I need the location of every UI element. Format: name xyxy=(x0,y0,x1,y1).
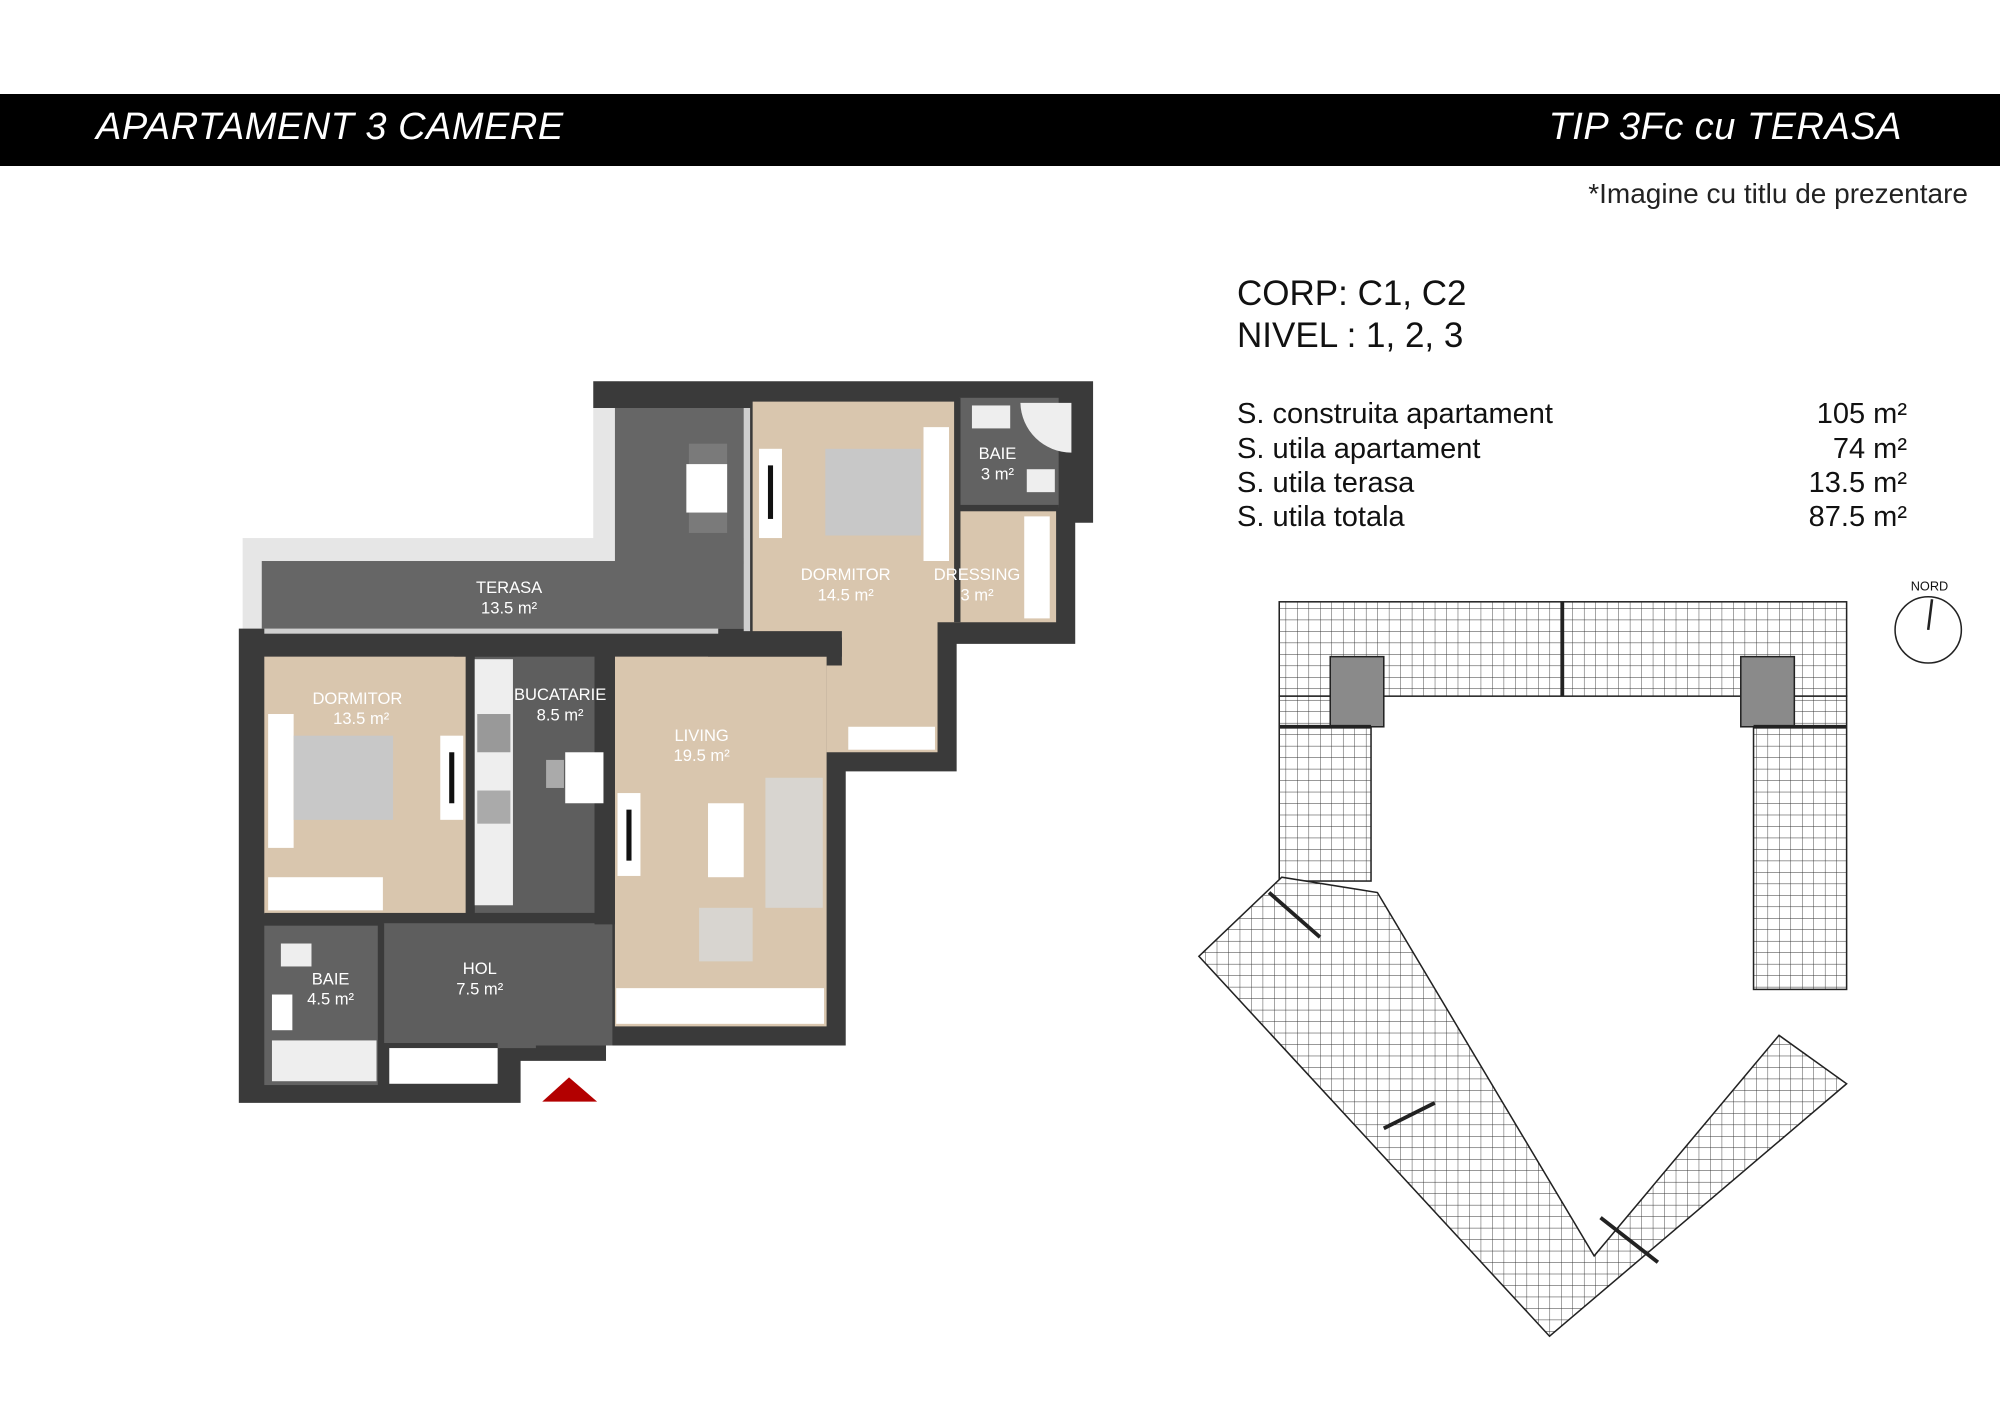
room-name-dressing: DRESSING xyxy=(934,565,1021,584)
room-name-dormitor-lower: DORMITOR xyxy=(312,689,402,708)
furniture xyxy=(268,402,1072,1084)
spec-value: 13.5 m² xyxy=(1808,467,1907,499)
room-area-bucatarie: 8.5 m² xyxy=(537,705,584,724)
north-compass-icon: NORD xyxy=(1894,578,1963,664)
terrace xyxy=(242,381,747,630)
entrance-marker-icon xyxy=(542,1077,598,1102)
spec-label: S. utila terasa xyxy=(1237,467,1415,499)
spec-value: 87.5 m² xyxy=(1808,501,1907,533)
room-name-living: LIVING xyxy=(674,726,728,745)
presentation-note: *Imagine cu titlu de prezentare xyxy=(1588,178,1968,209)
floor-plan: TERASA 13.5 m² DORMITOR 14.5 m² BAIE 3 m… xyxy=(238,381,1094,1103)
room-name-baie-upper: BAIE xyxy=(979,444,1017,463)
room-area-dormitor-lower: 13.5 m² xyxy=(333,709,390,728)
room-name-bucatarie: BUCATARIE xyxy=(514,685,606,704)
room-name-baie-lower: BAIE xyxy=(312,969,350,988)
room-area-living: 19.5 m² xyxy=(674,746,731,765)
corp-info: CORP: C1, C2 xyxy=(1237,274,1467,313)
room-area-terasa: 13.5 m² xyxy=(481,598,538,617)
room-area-baie-upper: 3 m² xyxy=(981,464,1015,483)
hol-floor xyxy=(382,923,613,1049)
apartment-type-title: APARTAMENT 3 CAMERE xyxy=(96,106,564,148)
room-area-dressing: 3 m² xyxy=(960,586,994,605)
room-area-baie-lower: 4.5 m² xyxy=(307,990,354,1009)
spec-value: 74 m² xyxy=(1832,433,1907,465)
header-bar: APARTAMENT 3 CAMERE TIP 3Fc cu TERASA xyxy=(0,94,2000,166)
spec-label: S. utila totala xyxy=(1237,501,1405,533)
nivel-info: NIVEL : 1, 2, 3 xyxy=(1237,316,1464,355)
highlighted-unit xyxy=(1329,655,1385,728)
compass-label: NORD xyxy=(1911,578,1949,593)
spec-row: S. utila terasa 13.5 m² xyxy=(1237,467,1907,500)
highlighted-unit xyxy=(1740,655,1796,728)
apartment-model-title: TIP 3Fc cu TERASA xyxy=(1548,106,1902,148)
spec-value: 105 m² xyxy=(1816,398,1907,430)
site-plan xyxy=(1197,601,1848,1338)
room-area-dormitor-upper: 14.5 m² xyxy=(818,586,875,605)
spec-row: S. utila totala 87.5 m² xyxy=(1237,501,1907,534)
spec-label: S. utila apartament xyxy=(1237,433,1481,465)
spec-row: S. construita apartament 105 m² xyxy=(1237,398,1907,431)
spec-label: S. construita apartament xyxy=(1237,398,1553,430)
room-name-hol: HOL xyxy=(463,959,497,978)
room-area-hol: 7.5 m² xyxy=(456,980,503,999)
room-name-terasa: TERASA xyxy=(476,578,543,597)
spec-row: S. utila apartament 74 m² xyxy=(1237,433,1907,466)
room-name-dormitor-upper: DORMITOR xyxy=(801,565,891,584)
